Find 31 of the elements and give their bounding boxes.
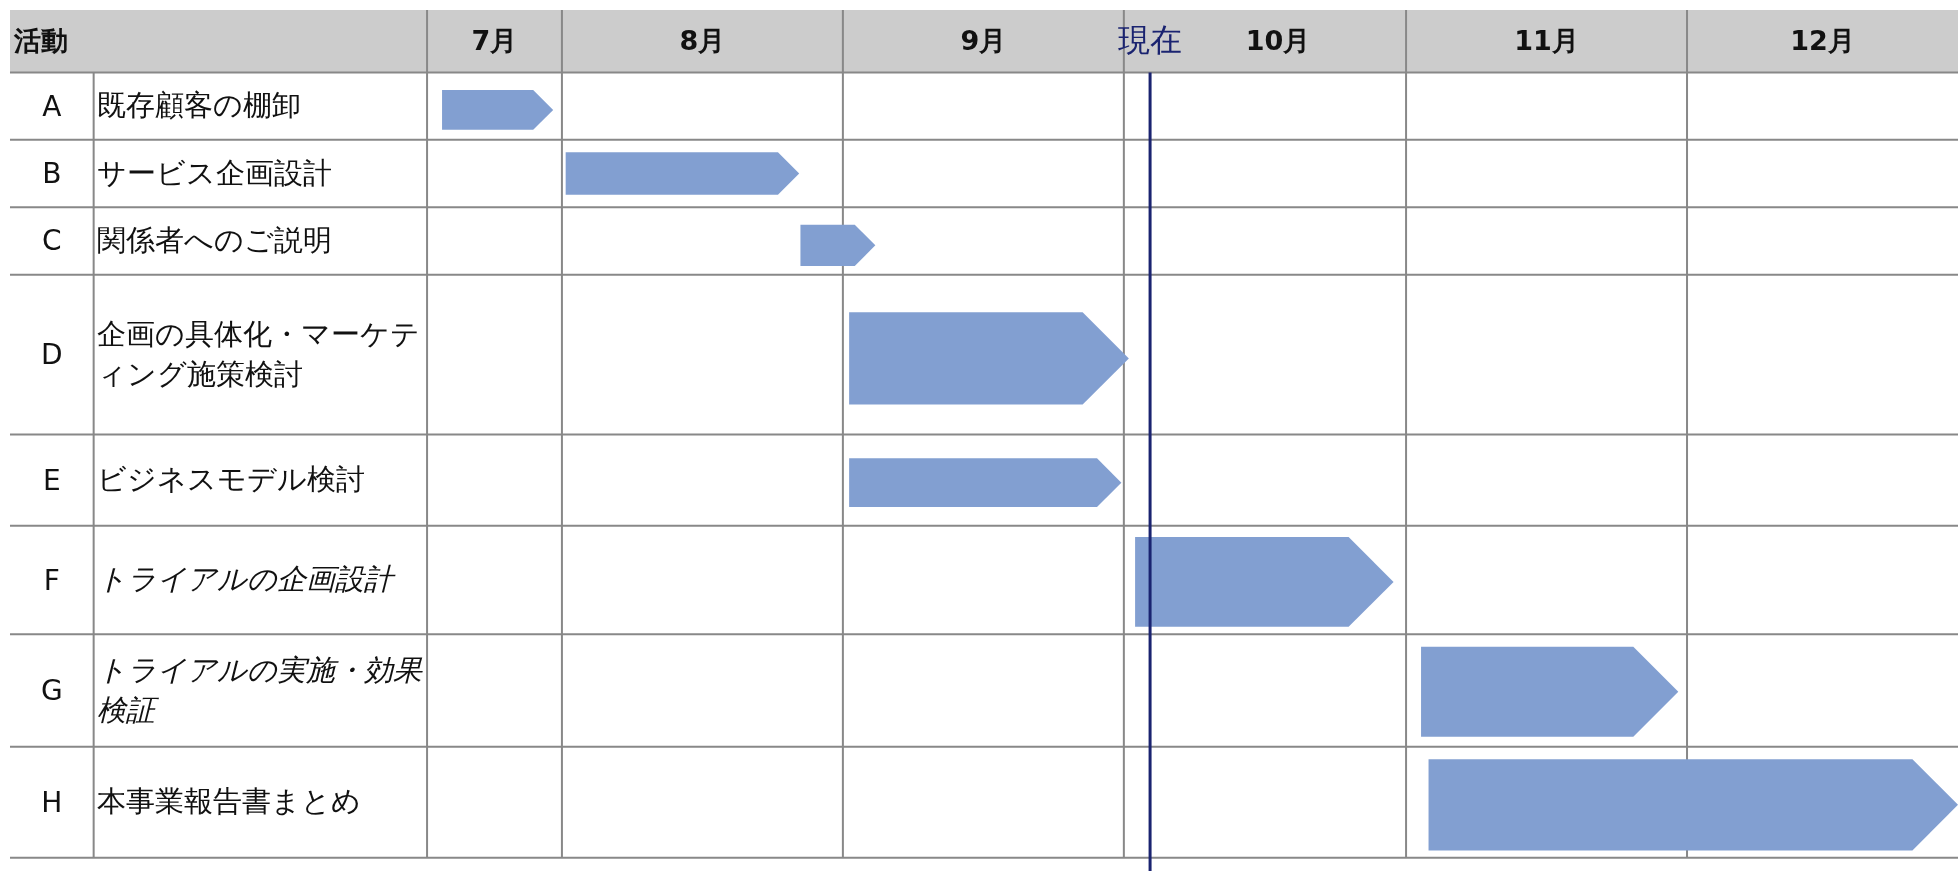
month-header: 8月 bbox=[679, 24, 726, 59]
row-letter: D bbox=[41, 338, 63, 372]
row-letter: E bbox=[42, 463, 61, 497]
gantt-bar bbox=[1421, 646, 1679, 737]
gantt-bar bbox=[1135, 536, 1394, 627]
gantt-bar bbox=[1428, 759, 1958, 851]
activity-label: サービス企画設計 bbox=[96, 154, 332, 192]
row-letter: B bbox=[42, 157, 62, 191]
month-header: 7月 bbox=[471, 24, 518, 59]
month-header: 9月 bbox=[960, 24, 1007, 59]
month-header: 11月 bbox=[1514, 24, 1579, 59]
row-letter: F bbox=[43, 563, 60, 597]
row-letter: A bbox=[42, 89, 62, 123]
gantt-bar bbox=[442, 89, 554, 130]
activity-label: 既存顧客の棚卸 bbox=[96, 87, 301, 125]
month-header: 10月 bbox=[1245, 24, 1311, 59]
gantt-bar bbox=[565, 152, 800, 195]
gantt-bar bbox=[849, 458, 1122, 507]
activity-label: ビジネスモデル検討 bbox=[96, 461, 365, 499]
activity-label: 関係者へのご説明 bbox=[96, 222, 332, 259]
activity-label: トライアルの実施・効果検証 bbox=[96, 651, 423, 729]
row-letter: G bbox=[40, 674, 63, 708]
gantt-bar bbox=[800, 224, 876, 266]
activity-label: 企画の具体化・マーケティング施策検討 bbox=[96, 315, 421, 393]
row-letter: C bbox=[42, 224, 62, 258]
column-header: 活動 bbox=[14, 24, 68, 59]
row-letter: H bbox=[41, 785, 63, 819]
gantt-bar bbox=[849, 312, 1129, 405]
activity-label: 本事業報告書まとめ bbox=[96, 783, 361, 821]
month-header: 12月 bbox=[1790, 24, 1855, 59]
current-date-label: 現在 bbox=[1118, 20, 1183, 62]
